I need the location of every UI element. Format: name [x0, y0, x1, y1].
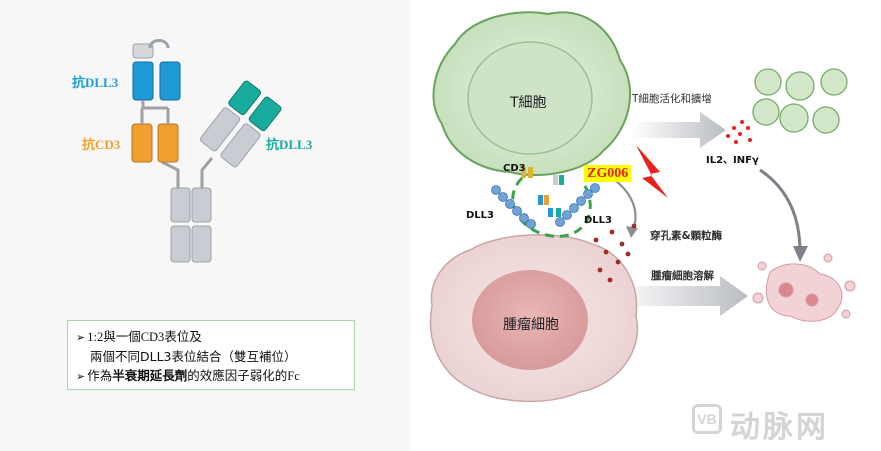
tumor-debris [752, 253, 856, 322]
dll3-right-label: DLL3 [584, 215, 613, 226]
info-line-1: 1:2與一個CD3表位及 [87, 330, 202, 344]
label-anti-cd3: 抗CD3 [82, 137, 121, 152]
cytokine-label: IL2、INFγ [706, 155, 759, 166]
perforin-label: 穿孔素&顆粒酶 [650, 230, 723, 242]
dll3-left-label: DLL3 [466, 210, 495, 221]
label-anti-dll3-right: 抗DLL3 [266, 137, 313, 152]
info-line-2: 兩個不同DLL3表位結合（雙互補位） [90, 349, 297, 364]
t-cell [432, 11, 632, 177]
activation-arrow [632, 112, 726, 148]
watermark-text: 动脉网 [730, 402, 829, 446]
tumor-cell-label: 腫瘤細胞 [503, 317, 559, 333]
cytokine-dots [726, 120, 752, 144]
drug-name-label: ZG006 [584, 165, 632, 182]
activation-label: T細胞活化和擴增 [632, 93, 712, 105]
info-line-3-prefix: 作為 [87, 368, 113, 383]
label-anti-dll3-top: 抗DLL3 [72, 75, 119, 90]
granule-dots [593, 223, 637, 283]
activated-t-cells [752, 68, 848, 134]
watermark-text-content: 动脉网 [730, 410, 829, 445]
immune-synapse [491, 167, 600, 238]
cd3-label: CD3 [503, 163, 526, 174]
lysis-arrow [612, 276, 748, 316]
info-box: ➢1:2與一個CD3表位及 兩個不同DLL3表位結合（雙互補位） ➢作為半衰期延… [67, 320, 355, 390]
lightning-icon [636, 145, 668, 198]
lysis-label: 腫瘤細胞溶解 [651, 270, 714, 282]
info-line-3-suffix: 的效應因子弱化的Fc [187, 369, 300, 383]
antibody-structure [131, 39, 282, 263]
tumor-cell [429, 234, 639, 403]
watermark-logo: VB [692, 404, 722, 434]
t-cell-label: T細胞 [510, 95, 547, 111]
info-line-3-bold: 半衰期延長劑 [112, 368, 188, 383]
